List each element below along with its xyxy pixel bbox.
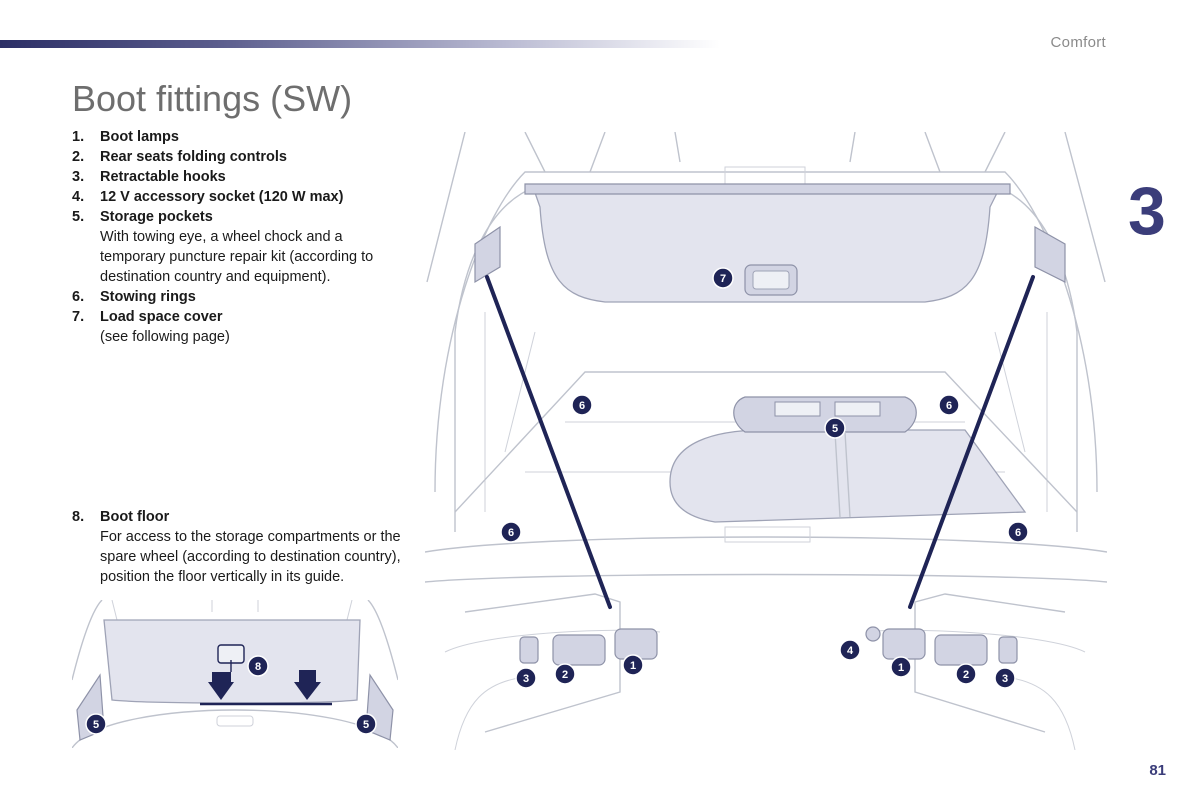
- list-item: 3. Retractable hooks: [72, 167, 407, 187]
- svg-text:1: 1: [630, 660, 636, 672]
- svg-text:2: 2: [963, 669, 969, 681]
- svg-text:4: 4: [847, 645, 854, 657]
- callout-2: 2: [955, 663, 977, 685]
- list-item: 1. Boot lamps: [72, 127, 407, 147]
- callout-8: 8: [247, 655, 269, 677]
- svg-text:1: 1: [898, 662, 904, 674]
- item-label: Boot lamps: [100, 129, 179, 145]
- item-label: Rear seats folding controls: [100, 149, 287, 165]
- item-number: 2.: [72, 149, 85, 165]
- callout-1: 1: [890, 656, 912, 678]
- section-label: Comfort: [1050, 34, 1106, 51]
- item-description: (see following page): [100, 329, 230, 345]
- svg-text:3: 3: [523, 673, 529, 685]
- svg-text:6: 6: [946, 400, 952, 412]
- item-label: Stowing rings: [100, 289, 196, 305]
- page-number: 81: [1149, 762, 1166, 779]
- item-label: Boot floor: [100, 509, 170, 525]
- svg-text:3: 3: [1002, 673, 1008, 685]
- boot-floor-diagram: 8 5 5: [72, 600, 398, 748]
- item-description: For access to the storage compartments o…: [100, 529, 401, 585]
- list-item: 7. Load space cover (see following page): [72, 307, 407, 347]
- callout-3: 3: [515, 667, 537, 689]
- item-number: 4.: [72, 189, 85, 205]
- item-number: 6.: [72, 289, 85, 305]
- callout-4: 4: [839, 639, 861, 661]
- list-item: 4. 12 V accessory socket (120 W max): [72, 187, 407, 207]
- item-description: With towing eye, a wheel chock and a tem…: [100, 229, 374, 285]
- callout-6: 6: [938, 394, 960, 416]
- item-number: 7.: [72, 309, 85, 325]
- item-number: 5.: [72, 209, 85, 225]
- list-item: 2. Rear seats folding controls: [72, 147, 407, 167]
- item-label: Retractable hooks: [100, 169, 226, 185]
- chapter-number: 3: [1128, 173, 1166, 249]
- page-title: Boot fittings (SW): [72, 78, 353, 119]
- item-label: Load space cover: [100, 309, 223, 325]
- svg-text:6: 6: [579, 400, 585, 412]
- svg-text:6: 6: [1015, 527, 1021, 539]
- item-label: 12 V accessory socket (120 W max): [100, 189, 344, 205]
- callout-6: 6: [571, 394, 593, 416]
- svg-text:2: 2: [562, 669, 568, 681]
- item-label: Storage pockets: [100, 209, 213, 225]
- list-item: 6. Stowing rings: [72, 287, 407, 307]
- pointer-line: [485, 275, 612, 609]
- callout-6: 6: [1007, 521, 1029, 543]
- callout-1: 1: [622, 654, 644, 676]
- item-number: 8.: [72, 509, 85, 525]
- boot-interior-diagram: 7 6 6 5 6 6 3 2 1 4 1 2 3: [425, 132, 1107, 750]
- list-item: 8. Boot floor For access to the storage …: [72, 507, 407, 587]
- list-item: 5. Storage pockets With towing eye, a wh…: [72, 207, 407, 287]
- svg-text:5: 5: [363, 719, 369, 731]
- fittings-list: 1. Boot lamps 2. Rear seats folding cont…: [72, 127, 407, 347]
- svg-text:8: 8: [255, 661, 261, 673]
- svg-text:5: 5: [832, 423, 838, 435]
- item-number: 3.: [72, 169, 85, 185]
- callout-7: 7: [712, 267, 734, 289]
- svg-text:5: 5: [93, 719, 99, 731]
- item-number: 1.: [72, 129, 85, 145]
- pointer-line: [908, 275, 1035, 609]
- svg-text:6: 6: [508, 527, 514, 539]
- callout-3: 3: [994, 667, 1016, 689]
- callout-2: 2: [554, 663, 576, 685]
- boot-floor-list: 8. Boot floor For access to the storage …: [72, 507, 407, 587]
- callout-5: 5: [355, 713, 377, 735]
- callout-5: 5: [85, 713, 107, 735]
- callout-5: 5: [824, 417, 846, 439]
- header-gradient-bar: [0, 40, 720, 48]
- svg-text:7: 7: [720, 273, 726, 285]
- callout-6: 6: [500, 521, 522, 543]
